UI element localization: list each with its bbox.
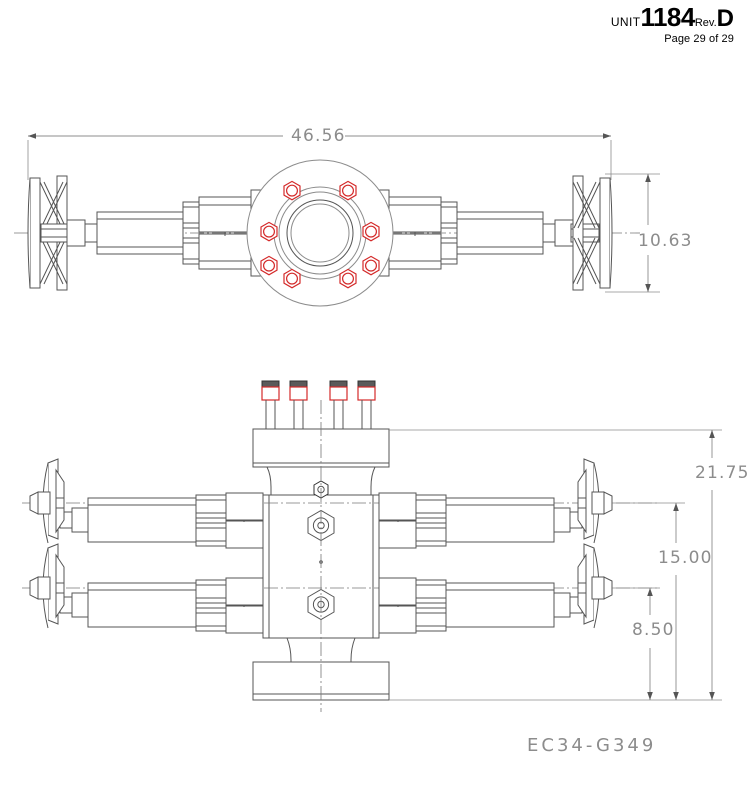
handwheel-right-top [542,175,613,291]
stud [289,380,308,429]
handwheel-left-top [27,175,98,291]
valve-lower-left [29,543,264,634]
dimension-line-overall-height [389,429,722,701]
unit-line: UNIT1184Rev.D [611,4,734,31]
top-view [14,159,640,308]
unit-number: 1184 [640,2,695,32]
dimension-line-top-view-height [605,173,660,293]
front-view [22,380,660,712]
valve-upper-right [378,458,613,549]
center-flange-top [246,159,394,307]
stud [357,380,376,429]
flange-bolt [362,221,380,242]
dimension-overall-height: 21.75 [692,463,750,483]
top-stud-group [261,380,376,429]
dimension-upper-centerline: 15.00 [655,548,716,568]
rev-value: D [716,5,734,32]
flange-bolt [283,180,301,201]
unit-label: UNIT [610,15,641,29]
drawing-number: EC34-G349 [527,735,657,756]
dimension-line-upper-centerline [612,502,685,700]
flange-bolt [260,221,278,242]
stud [261,380,280,429]
flange-bolt [339,180,357,201]
dimension-line-overall-length [27,133,612,180]
flange-bolt [362,255,380,276]
valve-lower-right [378,543,613,634]
flange-bolt [339,268,357,289]
dimension-top-view-height: 10.63 [635,231,696,251]
title-block: UNIT1184Rev.D Page 29 of 29 [611,4,734,45]
dimension-lower-centerline: 8.50 [629,620,678,640]
stud [329,380,348,429]
dimension-line-lower-centerline [612,587,660,700]
valve-upper-left [29,458,264,549]
flange-bolt [283,268,301,289]
dimension-overall-length: 46.56 [288,126,349,146]
rev-label: Rev. [694,17,717,29]
flange-bolt [260,255,278,276]
flange-bolt-group [260,180,380,289]
page-indicator: Page 29 of 29 [664,33,734,45]
